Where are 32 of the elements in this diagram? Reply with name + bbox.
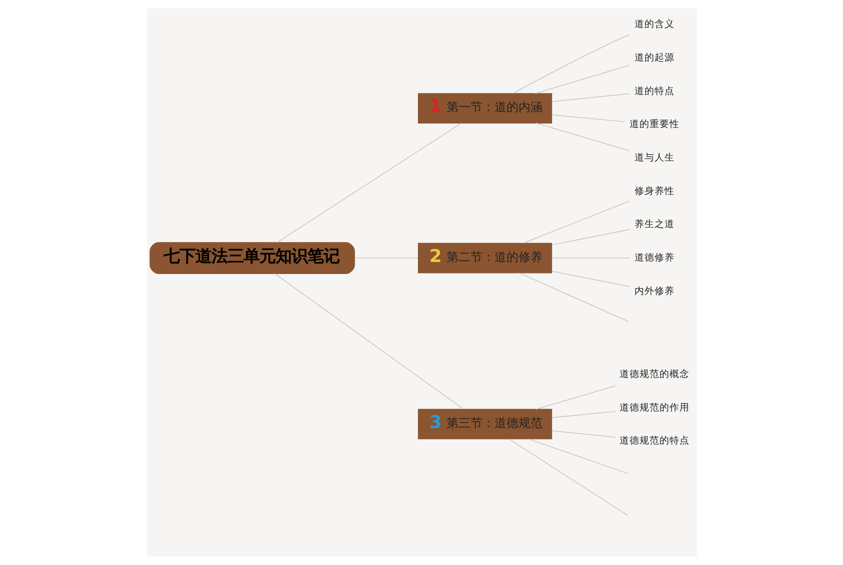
connector [535, 386, 616, 410]
connector [550, 270, 630, 287]
node-box: 七下道法三单元知识笔记 [149, 242, 354, 274]
node-text: 内外修养 [634, 286, 674, 297]
node-text: 道与人生 [634, 152, 674, 164]
connector [528, 438, 628, 474]
node-text: 道德规范的作用 [619, 402, 690, 414]
node-text: 道德规范的特点 [619, 436, 690, 447]
node-text: 养生之道 [634, 219, 674, 230]
connector [550, 114, 625, 122]
node-text: 修身养性 [634, 186, 674, 197]
connector [550, 229, 630, 246]
node-text: 道德修养 [634, 252, 674, 264]
connector [508, 438, 628, 516]
connector [276, 122, 462, 243]
node-text: 道的含义 [634, 19, 674, 30]
connector [535, 122, 630, 152]
node-box: 3 第三节：道德规范 [417, 408, 552, 440]
connector [550, 430, 616, 438]
node-text: 道的特点 [634, 86, 674, 97]
connector [550, 411, 616, 418]
node-box: 1 第一节：道的内涵 [417, 93, 552, 124]
node-box: 2 第二节：道的修养 [417, 242, 552, 274]
connector [534, 64, 630, 94]
node-text: 道德规范的概念 [619, 368, 690, 380]
connector [274, 273, 464, 410]
node-text: 道的重要性 [629, 119, 680, 130]
connector [550, 93, 630, 102]
node-text: 道的起源 [634, 52, 674, 64]
connector [518, 272, 628, 322]
connector [522, 200, 630, 244]
connector [512, 34, 630, 94]
